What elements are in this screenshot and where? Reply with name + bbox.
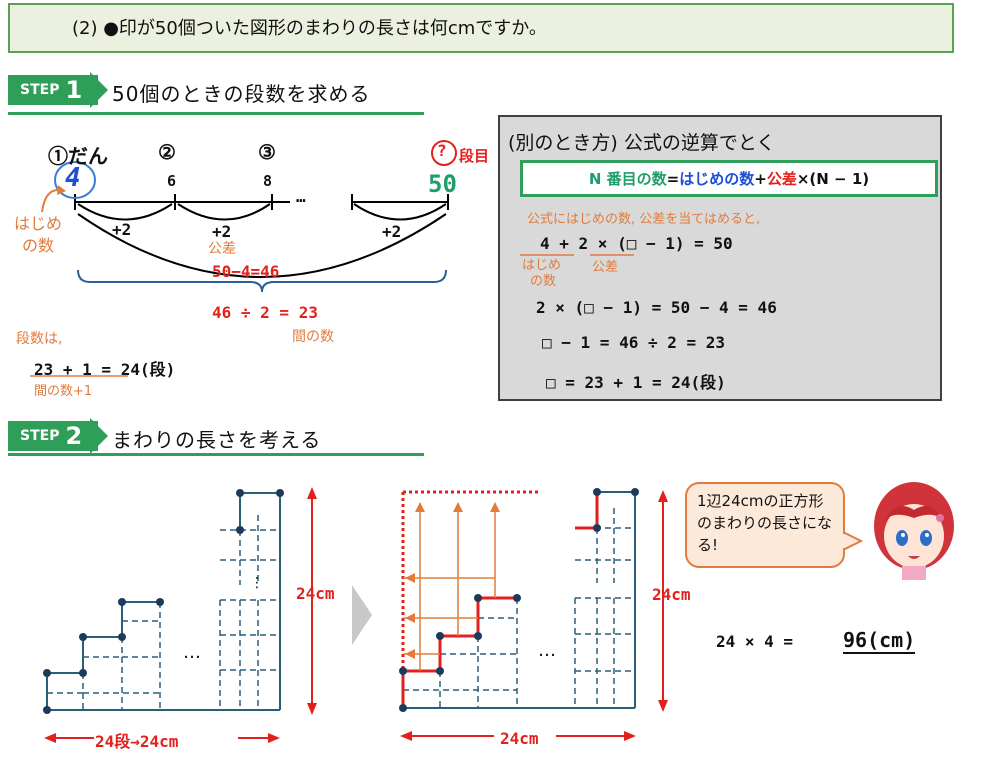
alt-note-hajime: はじめ bbox=[522, 258, 562, 273]
alt-line3: □ − 1 = 46 ÷ 2 = 23 bbox=[542, 333, 726, 352]
formula-eq: = bbox=[666, 169, 680, 188]
step2-tag-number: 2 bbox=[65, 422, 83, 450]
right-width-label: 24cm bbox=[500, 729, 539, 748]
question-box bbox=[8, 3, 954, 53]
step1-tag-label: STEP bbox=[20, 82, 60, 98]
right-staircase bbox=[399, 488, 668, 741]
label-dan2: ② bbox=[158, 140, 176, 164]
speech-bubble: 1辺24cmの正方形のまわりの長さになる! bbox=[685, 482, 845, 568]
value-4: 4 bbox=[65, 163, 81, 193]
label-no-kazu: の数 bbox=[22, 236, 55, 255]
answer-expression: 24 × 4 = bbox=[716, 632, 794, 651]
label-dan3: ③ bbox=[258, 140, 276, 164]
step1-tag-number: 1 bbox=[65, 76, 83, 104]
label-dan1: ①だん bbox=[48, 144, 108, 168]
step2-arrow bbox=[90, 418, 108, 454]
bubble-tail bbox=[843, 530, 863, 552]
step2-underline bbox=[8, 453, 424, 456]
formula-n: N 番目の数 bbox=[588, 170, 667, 188]
step1-title: 50個のときの段数を求める bbox=[112, 82, 371, 106]
question-mark: ? bbox=[437, 141, 447, 160]
label-dansuu: 段数は, bbox=[16, 331, 63, 347]
step1-underline bbox=[8, 112, 424, 115]
label-koosa: 公差 bbox=[208, 241, 236, 257]
left-height-label: 24cm bbox=[296, 584, 335, 603]
formula-rest: ×(N − 1) bbox=[796, 169, 870, 188]
transition-arrow bbox=[352, 585, 372, 645]
right-height-label: 24cm bbox=[652, 585, 691, 604]
plus2-last: +2 bbox=[382, 222, 402, 241]
alt-title: (別のとき方) 公式の逆算でとく bbox=[508, 132, 776, 154]
alt-note-no-kazu: の数 bbox=[530, 274, 557, 289]
calc-note: 間の数+1 bbox=[34, 384, 93, 399]
calc-expression: 23 + 1 = 24(段) bbox=[34, 360, 176, 379]
character-avatar bbox=[874, 482, 954, 580]
left-width-label: 24段→24cm bbox=[95, 732, 179, 751]
alt-note: 公式にはじめの数, 公差を当てはめると, bbox=[527, 212, 761, 227]
alt-line2: 2 × (□ − 1) = 50 − 4 = 46 bbox=[536, 298, 777, 317]
plus2-first: +2 bbox=[112, 220, 132, 239]
step1-tag: STEP 1 bbox=[8, 75, 98, 105]
label-dan-me: 段目 bbox=[459, 147, 490, 165]
alt-method-box bbox=[498, 115, 942, 401]
label-hajime: はじめ bbox=[14, 214, 63, 233]
question-text: (2) ●印が50個ついた図形のまわりの長さは何cmですか。 bbox=[72, 18, 547, 39]
ellipsis: … bbox=[296, 187, 306, 206]
formula-box: N 番目の数 = はじめの数 + 公差 ×(N − 1) bbox=[520, 160, 938, 197]
step2-tag-label: STEP bbox=[20, 428, 60, 444]
label-aida-no-kazu: 間の数 bbox=[292, 329, 334, 345]
value-6: 6 bbox=[167, 172, 177, 190]
plus2-second: +2 bbox=[212, 222, 232, 241]
formula-plus: + bbox=[754, 169, 767, 188]
left-ellipsis: … bbox=[183, 642, 201, 663]
alt-line1-underline bbox=[520, 254, 634, 256]
formula-first: はじめの数 bbox=[679, 170, 755, 188]
alt-note-koosa: 公差 bbox=[592, 260, 619, 275]
step2-title: まわりの長さを考える bbox=[112, 428, 322, 452]
step2-tag: STEP 2 bbox=[8, 421, 98, 451]
left-staircase bbox=[43, 487, 317, 743]
answer-value: 96(cm) bbox=[843, 628, 916, 654]
value-8: 8 bbox=[263, 172, 273, 190]
value-50: 50 bbox=[428, 170, 457, 198]
alt-line4: □ = 23 + 1 = 24(段) bbox=[546, 373, 726, 392]
diff-expression: 50−4=46 bbox=[212, 262, 280, 281]
right-ellipsis: … bbox=[538, 640, 556, 661]
step1-diagram bbox=[30, 140, 457, 377]
formula-diff: 公差 bbox=[766, 170, 797, 188]
division-expression: 46 ÷ 2 = 23 bbox=[212, 303, 318, 322]
alt-line1: 4 + 2 × (□ − 1) = 50 bbox=[540, 234, 733, 253]
left-inner-dots: ⋮ bbox=[250, 575, 264, 591]
step1-arrow bbox=[90, 72, 108, 108]
